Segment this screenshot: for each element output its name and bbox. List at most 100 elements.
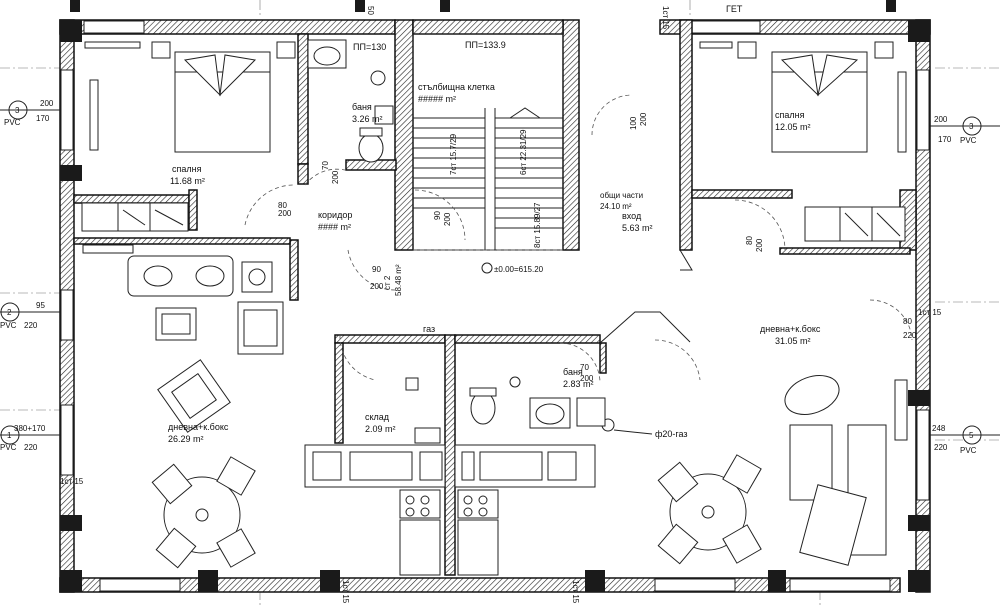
living-right-furniture (601, 375, 908, 566)
kitchen-left (304, 444, 446, 576)
stair-label-e: 58.48 m² (394, 264, 403, 296)
svg-text:PVC: PVC (960, 446, 977, 455)
svg-text:200: 200 (370, 282, 384, 291)
bottom-step-label-b: 1ст 15 (571, 580, 580, 604)
door-tags: 80 200 70 200 90 200 90 200 80 200 100 2… (278, 112, 917, 383)
wardrobe-left (81, 202, 189, 232)
room-labels: спалня 11.68 m² баня 3.26 m² коридор ###… (168, 82, 821, 444)
window-openings (60, 20, 930, 592)
svg-text:200: 200 (755, 238, 764, 252)
svg-text:220: 220 (903, 331, 917, 340)
svg-text:90: 90 (372, 265, 381, 274)
svg-text:170: 170 (938, 135, 952, 144)
room-area-corridor: #### m² (318, 222, 351, 232)
svg-text:PVC: PVC (4, 118, 21, 127)
room-area-bath-left: 3.26 m² (352, 114, 383, 124)
svg-text:200: 200 (934, 115, 948, 124)
svg-text:200: 200 (278, 209, 292, 218)
table-left (155, 301, 284, 355)
gas-pipe-label: ф20-газ (655, 429, 688, 439)
bathroom-left-fixtures (307, 39, 394, 163)
door-swings (244, 94, 913, 384)
svg-text:248: 248 (932, 424, 946, 433)
wardrobe-right (804, 206, 906, 242)
stair-label-a: 7ст 15.7/29 (449, 133, 458, 175)
svg-text:80: 80 (745, 236, 754, 245)
svg-text:200: 200 (40, 99, 54, 108)
svg-text:80: 80 (903, 317, 912, 326)
room-area-living-right: 31.05 m² (775, 336, 811, 346)
stair-label-d: ст 2 (383, 275, 392, 290)
svg-text:70: 70 (580, 363, 589, 372)
svg-text:220: 220 (24, 443, 38, 452)
towel-rail-left (84, 41, 141, 151)
svg-text:200: 200 (331, 170, 340, 184)
sofa-left (82, 244, 273, 297)
svg-text:220: 220 (24, 321, 38, 330)
room-name-storage: склад (365, 412, 390, 422)
get-label: ГЕТ (726, 4, 743, 14)
gas-label: газ (423, 324, 435, 334)
bottom-step-label-a: 1ст 15 (341, 580, 350, 604)
window-tag-1: 3 200 170 PVC (0, 99, 60, 127)
stair-label-b: 6ст 22.31/29 (519, 129, 528, 175)
pp-130-label: ПП=130 (353, 42, 386, 52)
room-area-entrance: 5.63 m² (622, 223, 653, 233)
svg-text:100: 100 (629, 116, 638, 130)
room-area-stair: ##### m² (418, 94, 456, 104)
bed-left (151, 41, 296, 153)
staircase (412, 33, 564, 251)
room-area-storage: 2.09 m² (365, 424, 396, 434)
kitchen-right (454, 444, 596, 576)
pp-133-label: ПП=133.9 (465, 40, 506, 50)
room-name-entrance: вход (622, 211, 642, 221)
room-name-common: общи части (600, 191, 643, 200)
svg-text:90: 90 (433, 211, 442, 220)
room-name-stair: стълбищна клетка (418, 82, 495, 92)
interior-walls (73, 19, 917, 576)
window-tag-2: 3 200 170 PVC (930, 115, 1000, 145)
svg-text:PVC: PVC (960, 136, 977, 145)
bathroom-center-fixtures (469, 376, 606, 429)
dining-left (151, 456, 256, 569)
left-step-label: 1ст 15 (60, 477, 84, 486)
room-area-bedroom-left: 11.68 m² (170, 176, 205, 186)
room-area-bath-center: 2.83 m² (563, 379, 594, 389)
svg-text:80: 80 (278, 201, 287, 210)
storage-fixtures (405, 377, 441, 444)
room-name-corridor: коридор (318, 210, 352, 220)
svg-text:220: 220 (934, 443, 948, 452)
svg-text:PVC: PVC (0, 443, 17, 452)
window-tag-4: 1 380+170 220 PVC (0, 424, 60, 452)
svg-text:70: 70 (321, 161, 330, 170)
svg-text:200: 200 (639, 112, 648, 126)
room-area-living-left: 26.29 m² (168, 434, 204, 444)
right-step-label: 1ст 15 (918, 308, 942, 317)
top-step-label: 50 (366, 6, 375, 15)
room-area-common: 24.10 m² (600, 202, 632, 211)
room-name-bath-center: баня (563, 367, 583, 377)
window-tag-5: 5 248 220 PVC (930, 424, 1000, 455)
svg-text:PVC: PVC (0, 321, 17, 330)
room-name-living-left: дневна+к.бокс (168, 422, 229, 432)
svg-text:200: 200 (580, 374, 594, 383)
misc-labels: ПП=130 ПП=133.9 ±0.00=615.20 газ ф20-газ… (60, 4, 942, 604)
armchair-left (157, 359, 231, 433)
window-tag-3: 2 95 220 PVC (0, 301, 60, 330)
room-name-living-right: дневна+к.бокс (760, 324, 821, 334)
dining-right (657, 454, 762, 565)
svg-text:200: 200 (443, 212, 452, 226)
top-step-15-label: 1ст 15 (661, 6, 670, 30)
level-label: ±0.00=615.20 (494, 265, 544, 274)
room-area-bedroom-right: 12.05 m² (775, 122, 811, 132)
svg-text:380+170: 380+170 (14, 424, 46, 433)
room-name-bedroom-right: спалня (775, 110, 805, 120)
room-name-bath-left: баня (352, 102, 372, 112)
bed-right (699, 41, 907, 153)
svg-text:95: 95 (36, 301, 45, 310)
stair-label-c: 8ст 15.89/27 (533, 202, 542, 248)
room-name-bedroom-left: спалня (172, 164, 202, 174)
level-marker (481, 262, 493, 274)
